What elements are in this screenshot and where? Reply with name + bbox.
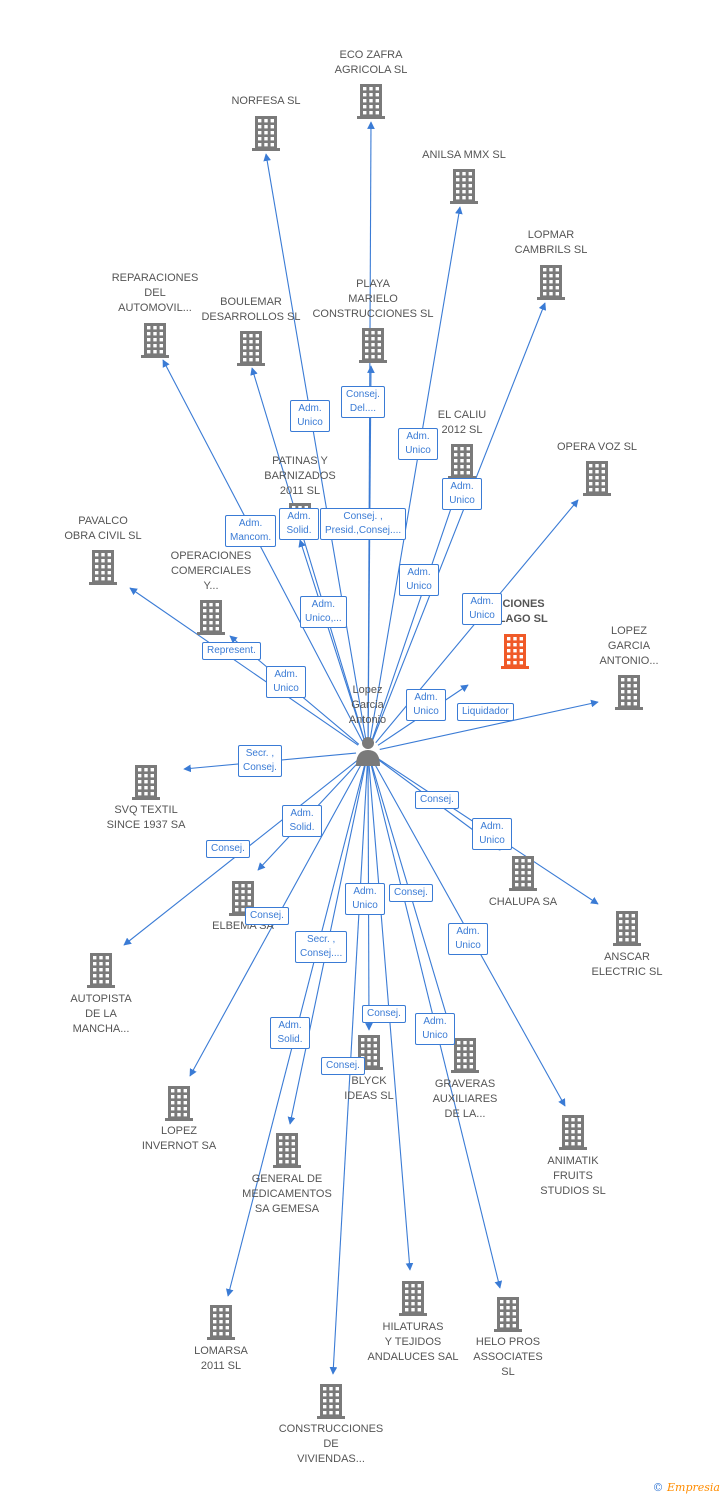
- person-icon[interactable]: [356, 737, 380, 766]
- company-name-label[interactable]: LOPEZ INVERNOT SA: [141, 1125, 217, 1152]
- company-building-icon[interactable]: [165, 1086, 193, 1121]
- role-label[interactable]: Adm. Unico: [442, 478, 482, 510]
- edge-line: [371, 302, 547, 742]
- role-label[interactable]: Consej.: [245, 907, 289, 925]
- company-name-label[interactable]: ANIMATIK FRUITS STUDIOS SL: [540, 1155, 606, 1197]
- company-name-label[interactable]: CHALUPA SA: [488, 896, 558, 908]
- company-building-icon[interactable]: [359, 328, 387, 363]
- company-name-label[interactable]: AUTOPISTA DE LA MANCHA...: [70, 993, 132, 1035]
- role-label[interactable]: Liquidador: [457, 703, 514, 721]
- role-label[interactable]: Consej. , Presid.,Consej....: [320, 508, 407, 540]
- company-name-label[interactable]: REPARACIONES DEL AUTOMOVIL...: [111, 272, 199, 314]
- role-label[interactable]: Secr. , Consej....: [295, 931, 348, 963]
- company-building-icon[interactable]: [229, 881, 257, 916]
- role-label[interactable]: Adm. Unico: [406, 689, 446, 721]
- edge-line: [379, 699, 599, 750]
- role-label[interactable]: Consej.: [321, 1057, 365, 1075]
- company-building-icon[interactable]: [141, 323, 169, 358]
- company-name-label[interactable]: PLAYA MARIELO CONSTRUCCIONES SL: [312, 278, 434, 320]
- company-name-label[interactable]: NORFESA SL: [231, 95, 301, 107]
- role-label[interactable]: Adm. Unico: [398, 428, 438, 460]
- role-label[interactable]: Adm. Unico: [462, 593, 502, 625]
- company-building-icon[interactable]: [613, 911, 641, 946]
- company-building-icon[interactable]: [132, 765, 160, 800]
- company-building-icon[interactable]: [615, 675, 643, 710]
- role-label[interactable]: Consej.: [389, 884, 433, 902]
- role-label[interactable]: Adm. Unico: [399, 564, 439, 596]
- company-building-icon[interactable]: [87, 953, 115, 988]
- role-label[interactable]: Adm. Solid.: [279, 508, 319, 540]
- role-label[interactable]: Adm. Solid.: [282, 805, 322, 837]
- company-name-label[interactable]: OPERACIONES COMERCIALES Y...: [170, 550, 252, 592]
- company-name-label[interactable]: BLYCK IDEAS SL: [344, 1075, 394, 1102]
- company-name-label[interactable]: PAVALCO OBRA CIVIL SL: [64, 515, 142, 542]
- brand-logo: Empresia: [667, 1481, 720, 1494]
- company-building-icon[interactable]: [583, 461, 611, 496]
- company-name-label[interactable]: LOPEZ GARCIA ANTONIO...: [599, 625, 659, 667]
- highlighted-company-icon[interactable]: [501, 634, 529, 669]
- edge-line: [369, 206, 463, 741]
- role-label[interactable]: Adm. Mancom.: [225, 515, 277, 547]
- company-name-label[interactable]: ANILSA MMX SL: [422, 149, 506, 161]
- company-name-label[interactable]: HILATURAS Y TEJIDOS ANDALUCES SAL: [367, 1321, 459, 1363]
- company-building-icon[interactable]: [448, 444, 476, 479]
- role-label[interactable]: Adm. Unico,...: [300, 596, 347, 628]
- company-name-label[interactable]: SVQ TEXTIL SINCE 1937 SA: [106, 804, 186, 831]
- role-label[interactable]: Consej.: [362, 1005, 406, 1023]
- company-name-label[interactable]: LOPMAR CAMBRILS SL: [514, 229, 588, 256]
- role-label[interactable]: Consej.: [206, 840, 250, 858]
- role-label[interactable]: Secr. , Consej.: [238, 745, 282, 777]
- role-label[interactable]: Adm. Unico: [290, 400, 330, 432]
- company-name-label[interactable]: BOULEMAR DESARROLLOS SL: [201, 296, 301, 323]
- company-building-icon[interactable]: [451, 1038, 479, 1073]
- company-building-icon[interactable]: [509, 856, 537, 891]
- watermark: © Empresia: [653, 1481, 721, 1494]
- company-name-label[interactable]: EL CALIU 2012 SL: [437, 409, 487, 436]
- company-building-icon[interactable]: [273, 1133, 301, 1168]
- edge-line: [263, 153, 367, 741]
- role-label[interactable]: Adm. Unico: [448, 923, 488, 955]
- company-building-icon[interactable]: [252, 116, 280, 151]
- edge-line: [367, 365, 375, 741]
- company-building-icon[interactable]: [317, 1384, 345, 1419]
- role-label[interactable]: Represent.: [202, 642, 261, 660]
- company-building-icon[interactable]: [357, 84, 385, 119]
- company-name-label[interactable]: CONSTRUCCIONES DE VIVIENDAS...: [278, 1423, 384, 1465]
- role-label[interactable]: Consej.: [415, 791, 459, 809]
- company-building-icon[interactable]: [399, 1281, 427, 1316]
- role-label[interactable]: Adm. Solid.: [270, 1017, 310, 1049]
- company-building-icon[interactable]: [559, 1115, 587, 1150]
- edge-line: [250, 367, 366, 741]
- company-building-icon[interactable]: [237, 331, 265, 366]
- company-name-label[interactable]: OPERA VOZ SL: [556, 441, 638, 453]
- company-name-label[interactable]: ECO ZAFRA AGRICOLA SL: [334, 49, 408, 76]
- center-person-label[interactable]: Lopez Garcia Antonio: [348, 684, 387, 726]
- role-label[interactable]: Consej. Del....: [341, 386, 385, 418]
- company-building-icon[interactable]: [450, 169, 478, 204]
- company-building-icon[interactable]: [494, 1297, 522, 1332]
- edge-line: [371, 481, 462, 741]
- role-label[interactable]: Adm. Unico: [472, 818, 512, 850]
- role-label[interactable]: Adm. Unico: [266, 666, 306, 698]
- edge-line: [162, 359, 363, 742]
- role-label[interactable]: Adm. Unico: [345, 883, 385, 915]
- company-building-icon[interactable]: [207, 1305, 235, 1340]
- role-label[interactable]: Adm. Unico: [415, 1013, 455, 1045]
- company-name-label[interactable]: GENERAL DE MEDICAMENTOS SA GEMESA: [242, 1173, 332, 1215]
- company-name-label[interactable]: LOMARSA 2011 SL: [194, 1345, 248, 1372]
- company-name-label[interactable]: PATINAS Y BARNIZADOS 2011 SL: [264, 455, 336, 497]
- edge-line: [129, 587, 359, 746]
- company-name-label[interactable]: ANSCAR ELECTRIC SL: [591, 951, 663, 978]
- copyright-symbol: ©: [652, 1481, 664, 1494]
- edge-line: [298, 539, 365, 741]
- company-building-icon[interactable]: [197, 600, 225, 635]
- company-name-label[interactable]: HELO PROS ASSOCIATES SL: [473, 1336, 543, 1378]
- company-building-icon[interactable]: [537, 265, 565, 300]
- company-building-icon[interactable]: [89, 550, 117, 585]
- company-name-label[interactable]: GRAVERAS AUXILIARES DE LA...: [432, 1078, 498, 1120]
